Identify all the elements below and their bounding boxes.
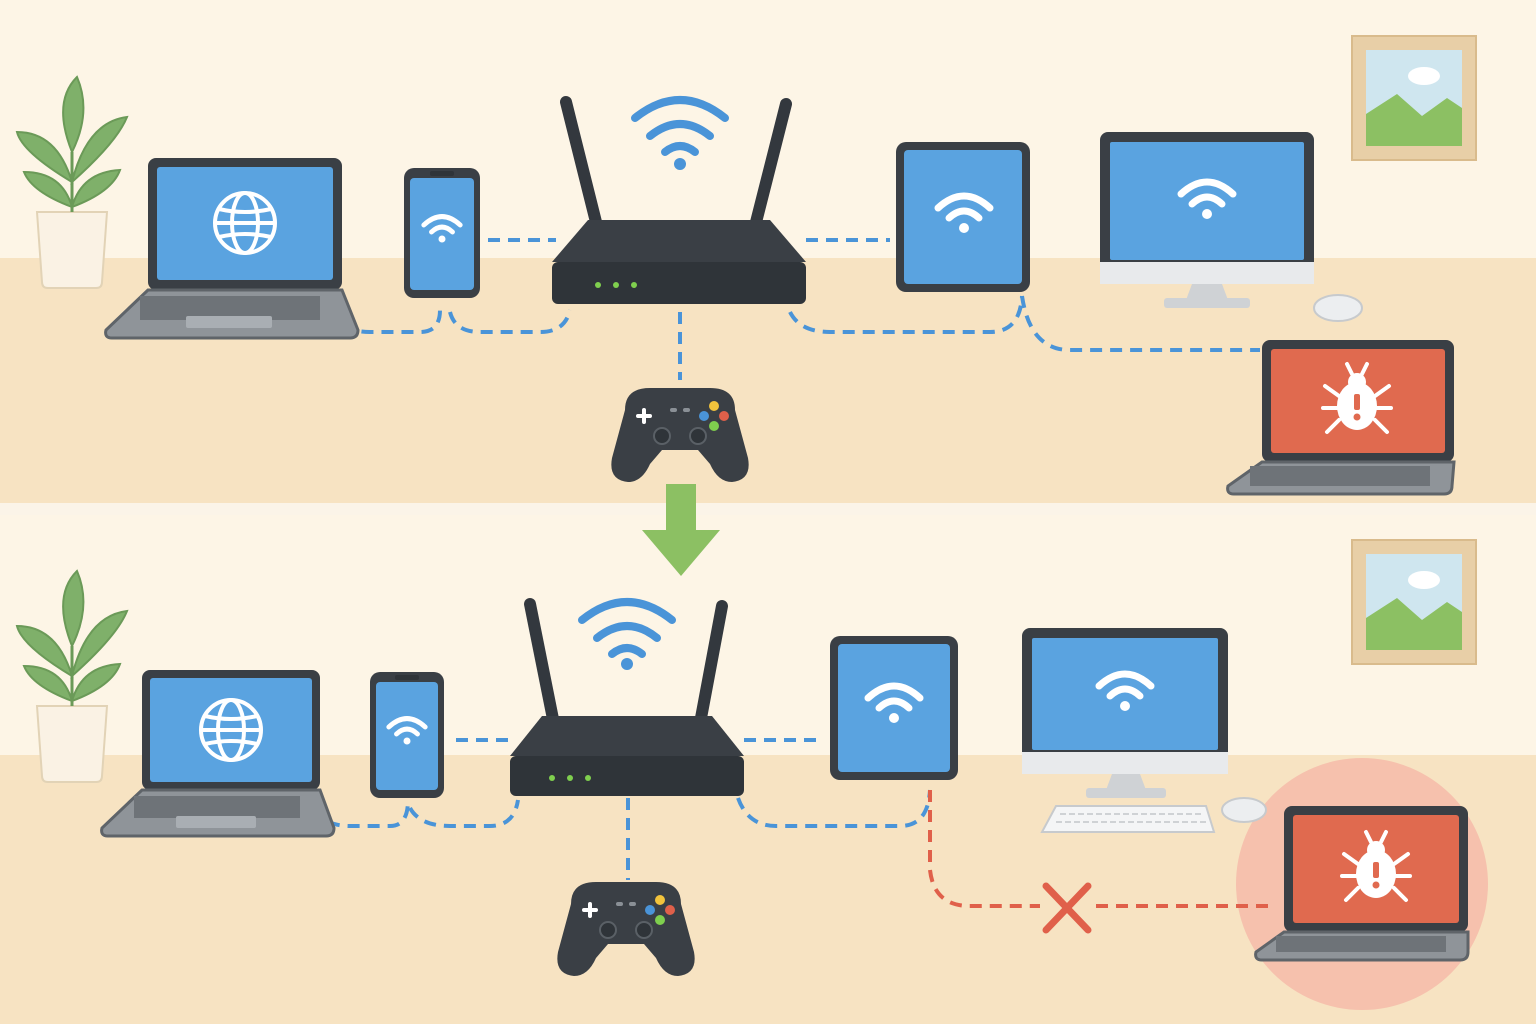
router [510,598,744,796]
mouse [1221,797,1267,823]
network-links [328,238,1260,380]
scene-before [15,35,1477,496]
smartphone [404,168,480,298]
blocked-link [928,790,1272,908]
keyboard [1040,805,1216,833]
desktop-monitor [1022,628,1267,833]
tablet [830,636,958,780]
wall-picture-frame [1351,35,1477,161]
wifi-signal-icon [631,96,729,156]
infected-laptop [1226,340,1456,496]
scene-after [15,539,1488,1010]
router [552,96,806,304]
x-block-icon [1042,882,1092,934]
panel-divider [0,503,1536,515]
wifi-signal-icon [578,598,676,658]
desktop-monitor [1100,132,1363,322]
laptop [100,670,336,838]
laptop [104,158,360,340]
tablet [896,142,1030,292]
network-links [312,738,932,880]
mouse [1313,294,1363,322]
infected-laptop [1254,806,1470,962]
wall-picture-frame [1351,539,1477,665]
smartphone [370,672,444,798]
arrow-down-icon [642,484,720,576]
